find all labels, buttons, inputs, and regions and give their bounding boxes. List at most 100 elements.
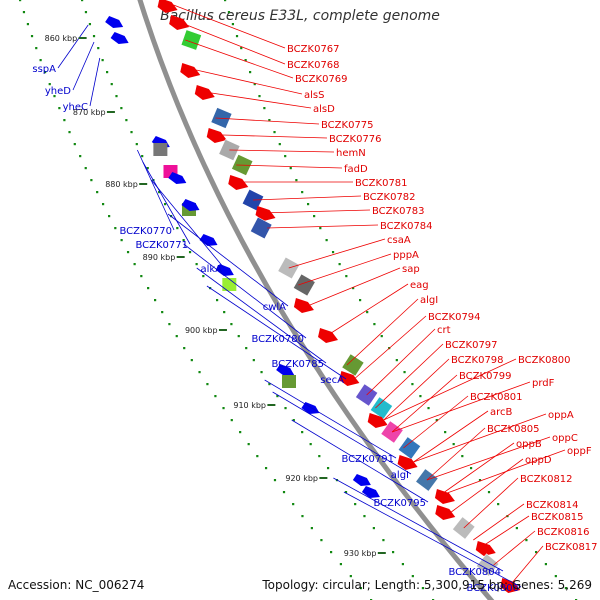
tick-dot	[344, 491, 348, 494]
gene-label-forward: BCZK0767	[287, 44, 340, 55]
gene-label-forward: oppA	[548, 410, 574, 421]
tick-dot	[161, 311, 164, 314]
gene-feature-box	[293, 273, 316, 297]
gene-feature-box	[397, 436, 421, 460]
leader-line-forward	[355, 315, 427, 379]
tick-dot	[373, 323, 376, 326]
gene-label-reverse: sspA	[32, 64, 56, 75]
gene-feature-box	[369, 396, 393, 420]
gene-label-reverse: BCZK0770	[119, 226, 172, 237]
tick-dot	[79, 155, 82, 158]
tick-dot	[319, 227, 322, 230]
gene-arrow-forward	[194, 85, 215, 100]
tick-dot	[130, 131, 133, 134]
leader-line-reverse	[343, 491, 522, 588]
tick-dot	[264, 467, 268, 470]
tick-dot	[301, 191, 304, 194]
gene-label-reverse: secA	[320, 375, 344, 386]
tick-dot	[182, 239, 185, 242]
tick-dot	[175, 335, 178, 338]
tick-dot	[349, 575, 352, 578]
tick-dot	[421, 587, 425, 590]
gene-arrow-forward	[475, 541, 496, 556]
tick-dot	[380, 335, 383, 338]
tick-dot	[30, 35, 34, 38]
tick-dot	[352, 287, 355, 290]
gene-label-forward: sap	[402, 264, 420, 275]
tick-dot	[141, 155, 144, 158]
leader-line-reverse	[196, 267, 327, 364]
gene-label-forward: BCZK0782	[363, 192, 416, 203]
gene-label-forward: BCZK0801	[470, 392, 523, 403]
tick-dot	[237, 335, 240, 338]
gene-labels: sspAyheDyheCBCZK0770BCZK0771alkAcwlABCZK…	[32, 44, 597, 594]
tick-dot	[247, 443, 250, 446]
leader-line-reverse	[333, 477, 504, 572]
tick-dot	[554, 575, 557, 578]
tick-dot	[126, 251, 130, 254]
gene-label-forward: pppA	[393, 250, 419, 261]
tick-dot	[133, 263, 136, 266]
leader-line-forward	[196, 69, 303, 95]
gene-label-forward: BCZK0799	[459, 371, 512, 382]
leader-line-forward	[391, 381, 531, 433]
leader-line-forward	[438, 449, 566, 497]
gene-label-forward: alsD	[313, 104, 335, 115]
kbp-label: 900 kbp	[185, 326, 218, 335]
tick-dot	[90, 179, 93, 182]
gene-label-forward: oppD	[525, 455, 552, 466]
leader-line-reverse	[206, 285, 347, 380]
tick-dot	[354, 503, 357, 506]
gene-label-forward: oppF	[567, 446, 592, 457]
tick-dot	[564, 587, 568, 590]
tick-dot	[97, 47, 100, 50]
tick-dot	[411, 383, 414, 386]
backbone-line	[137, 0, 495, 600]
gene-label-forward: BCZK0797	[445, 340, 498, 351]
topology-text: Topology: circular; Length: 5,300,915 bp…	[262, 578, 592, 592]
gene-arrow-reverse	[276, 364, 295, 376]
tick-dot	[252, 359, 255, 362]
gene-label-forward: BCZK0800	[518, 355, 571, 366]
gene-label-forward: BCZK0781	[355, 178, 408, 189]
tick-dot	[318, 455, 321, 458]
tick-dot	[214, 395, 217, 398]
gene-arrow-reverse	[199, 234, 218, 246]
leader-line-forward	[391, 374, 458, 433]
gene-label-reverse: BCZK0795	[373, 498, 426, 509]
tick-dot	[239, 431, 242, 434]
kbp-label: 870 kbp	[73, 108, 106, 117]
tick-dot	[22, 11, 26, 14]
gene-label-reverse: BCZK0806	[466, 583, 519, 594]
tick-dot	[63, 119, 66, 122]
tick-dot	[452, 443, 455, 446]
tick-dot	[115, 95, 118, 98]
gene-arrow-forward	[500, 578, 521, 593]
gene-arrow-forward	[367, 413, 388, 428]
tick-dot	[301, 431, 304, 434]
tick-dot	[146, 167, 149, 170]
gene-arrow-reverse	[361, 486, 380, 498]
tick-dot	[282, 491, 286, 494]
leader-line-forward	[426, 427, 486, 481]
tick-dot	[515, 527, 518, 530]
gene-label-forward: eag	[410, 280, 429, 291]
kbp-label: 860 kbp	[45, 34, 78, 43]
tick-dot	[244, 59, 247, 62]
tick-dot	[140, 275, 143, 278]
tick-dot	[230, 323, 233, 326]
gene-feature-box	[281, 375, 296, 388]
gene-arrow-reverse	[215, 264, 234, 276]
tick-dot	[497, 503, 500, 506]
gene-arrow-forward	[397, 455, 418, 470]
tick-dot	[359, 299, 362, 302]
tick-dot	[53, 95, 56, 98]
tick-dot	[26, 23, 30, 26]
gene-arrow-reverse	[110, 32, 129, 44]
tick-dot	[195, 263, 198, 266]
tick-dot	[222, 407, 225, 410]
tick-dot	[469, 467, 473, 470]
gene-label-forward: BCZK0775	[321, 120, 374, 131]
gene-label-forward: BCZK0816	[537, 527, 590, 538]
